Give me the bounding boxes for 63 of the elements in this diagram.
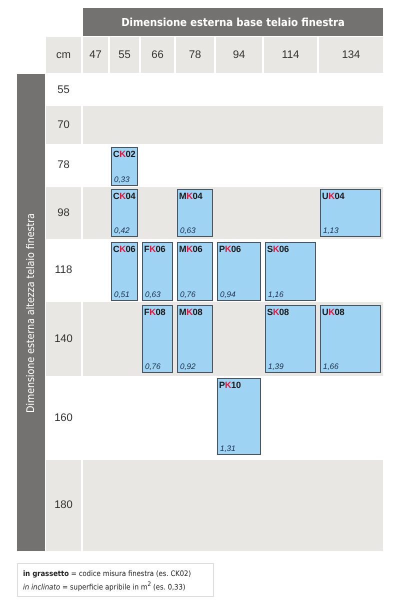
opening-area: 1,31 [220, 444, 236, 453]
row-header: 55 [56, 82, 71, 98]
row-header: 98 [56, 206, 71, 220]
window-code: FK06 [144, 244, 166, 254]
column-header: 47 [83, 37, 108, 73]
opening-area: 1,66 [323, 362, 339, 371]
opening-area: 0,63 [180, 226, 196, 235]
row-header: 180 [53, 498, 74, 513]
unit-header: cm [46, 37, 81, 73]
window-size-box [177, 189, 213, 237]
row-header: 140 [53, 332, 74, 346]
window-size-box [217, 378, 261, 455]
column-title-band [83, 8, 383, 36]
opening-area: 1,13 [323, 226, 339, 235]
window-size-box [111, 242, 138, 301]
column-header: 66 [141, 37, 174, 73]
opening-area: 0,42 [114, 226, 130, 235]
window-size-box [265, 242, 316, 301]
window-size-box [111, 189, 138, 237]
window-code: PK10 [219, 380, 241, 390]
window-code: UK04 [322, 191, 344, 201]
window-code: SK08 [267, 307, 289, 317]
opening-area: 0,33 [114, 175, 130, 184]
window-size-box [177, 305, 213, 373]
column-header: 94 [216, 37, 262, 73]
axis-title: Dimensione esterna altezza telaio finestra [25, 212, 37, 412]
window-code: CK06 [113, 244, 136, 254]
window-code: FK08 [144, 307, 166, 317]
window-size-box [265, 305, 316, 373]
row-header: 160 [53, 410, 74, 426]
window-size-box [111, 147, 138, 186]
window-code: UK08 [322, 307, 344, 317]
opening-area: 0,94 [220, 290, 236, 299]
window-code: MK06 [179, 244, 202, 254]
legend-box [17, 563, 214, 597]
window-code: MK08 [179, 307, 202, 317]
opening-area: 0,51 [114, 290, 130, 299]
row-header: 70 [56, 118, 71, 132]
opening-area: 1,39 [268, 362, 284, 371]
opening-area: 0,76 [145, 362, 161, 371]
column-header: 55 [110, 37, 139, 73]
opening-area: 0,63 [145, 290, 161, 299]
window-size-box [320, 189, 381, 237]
window-code: CK04 [113, 191, 136, 201]
axis-title: Dimensione esterna base telaio finestra [121, 16, 345, 28]
window-size-box [217, 242, 261, 301]
opening-area: 0,76 [180, 290, 196, 299]
window-code: PK06 [219, 244, 241, 254]
window-size-box [142, 242, 173, 301]
window-size-box [177, 242, 213, 301]
opening-area: 1,16 [268, 290, 284, 299]
row-header: 78 [56, 158, 71, 173]
column-header: 114 [264, 37, 317, 73]
column-header: 134 [319, 37, 383, 73]
row-header: 118 [54, 263, 74, 278]
window-size-box [142, 305, 173, 373]
window-code: MK04 [179, 191, 202, 201]
row-title-band [17, 74, 45, 551]
window-code: CK02 [113, 149, 136, 159]
window-size-box [320, 305, 381, 373]
column-header: 78 [176, 37, 214, 73]
window-code: SK06 [267, 244, 289, 254]
opening-area: 0,92 [180, 362, 196, 371]
